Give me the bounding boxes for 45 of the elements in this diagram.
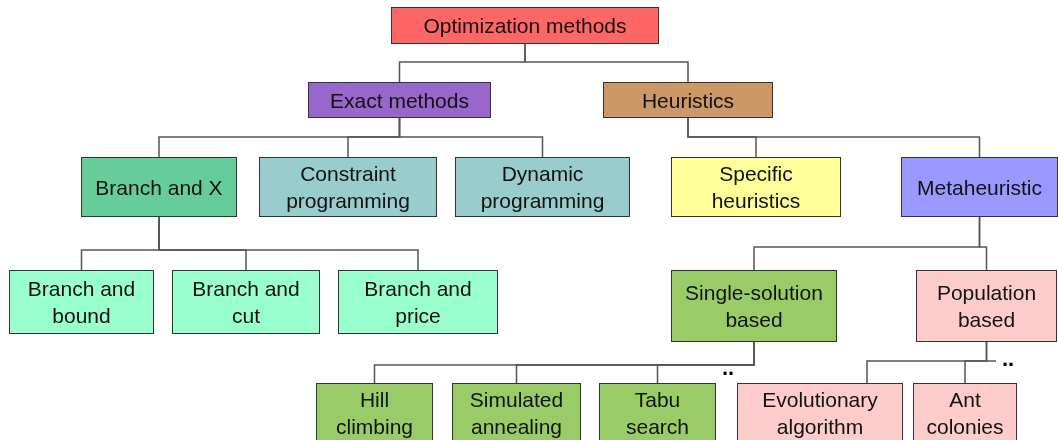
- box-label: Optimization methods: [423, 13, 627, 39]
- box-label: Branch and X: [95, 174, 223, 201]
- connector-line: [158, 216, 419, 271]
- category-box: [671, 270, 837, 342]
- box-label: Heuristics: [641, 87, 735, 114]
- category-box: [81, 157, 237, 217]
- connector-line: [656, 341, 755, 384]
- box-label: Branch and price: [363, 276, 473, 329]
- box-label: Branch and cut: [191, 276, 301, 329]
- category-box: [603, 82, 773, 118]
- category-box: [338, 270, 498, 334]
- connector-line: [687, 117, 981, 158]
- ellipsis-label: ..: [722, 357, 735, 379]
- category-box: [452, 383, 581, 440]
- box-label: Constraint programming: [285, 161, 411, 214]
- category-box: [391, 7, 659, 44]
- connector-line: [964, 341, 988, 384]
- connector-line: [524, 43, 689, 83]
- ellipsis-label: ..: [1002, 348, 1015, 370]
- category-box: [259, 157, 437, 217]
- box-label: Exact methods: [330, 87, 469, 114]
- box-label: Metaheuristic: [917, 174, 1042, 201]
- connector-line: [978, 216, 988, 271]
- category-box: [913, 383, 1017, 440]
- category-box: [901, 157, 1058, 217]
- box-label: Branch and bound: [26, 276, 137, 329]
- box-label: Single-solution based: [684, 280, 824, 333]
- category-box: [316, 383, 433, 440]
- box-label: Ant colonies: [925, 387, 1005, 440]
- category-box: [671, 157, 841, 217]
- box-label: Simulated annealing: [468, 387, 565, 440]
- box-label: Tabu search: [625, 387, 690, 440]
- category-box: [9, 270, 154, 334]
- box-label: Dynamic programming: [479, 161, 606, 214]
- box-label: Population based: [935, 280, 1038, 333]
- box-label: Specific heuristics: [710, 161, 802, 214]
- connector-line: [398, 117, 544, 158]
- category-box: [172, 270, 320, 334]
- category-box: [916, 270, 1057, 342]
- category-box: [599, 383, 716, 440]
- category-box: [308, 82, 491, 118]
- category-box: [455, 157, 630, 217]
- box-label: Evolutionary algorithm: [761, 387, 879, 440]
- category-box: [737, 383, 903, 440]
- box-label: Hill climbing: [335, 387, 414, 440]
